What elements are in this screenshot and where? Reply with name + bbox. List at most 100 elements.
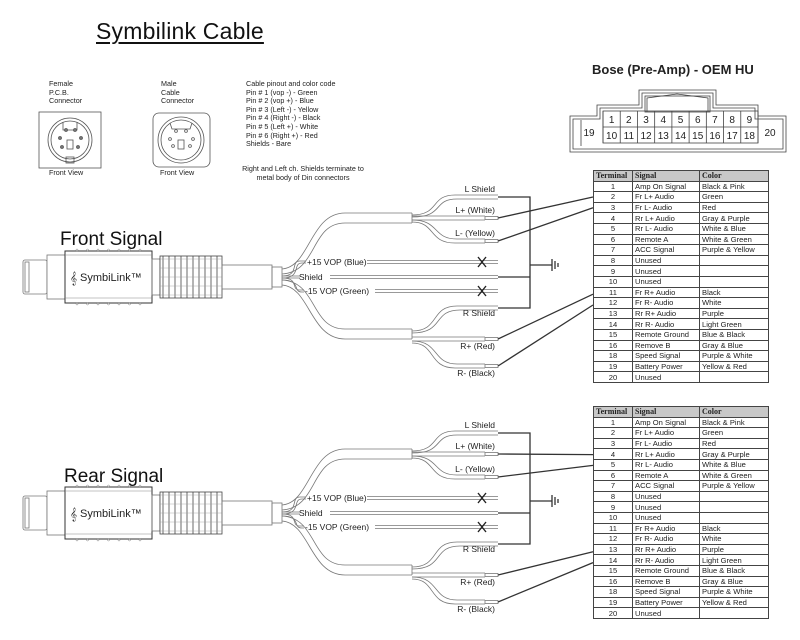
- shield-bus: [498, 432, 531, 545]
- plug-tip-edge: [24, 261, 30, 293]
- terminal-cell: 2: [593, 427, 633, 439]
- label-line: Male: [161, 79, 177, 88]
- r-minus-wire: [411, 578, 485, 605]
- l-minus-label: L- (Yellow): [455, 464, 495, 474]
- bose-pin-label: 7: [712, 115, 718, 126]
- label-line: Cable: [161, 87, 180, 97]
- color-cell: Purple & Yellow: [699, 244, 769, 256]
- plug-grip-dot: [96, 302, 100, 306]
- terminal-cell: 2: [593, 191, 633, 203]
- table-header-row: Terminal Signal Color: [593, 170, 769, 182]
- terminal-cell: 15: [593, 564, 633, 577]
- color-cell: Yellow & Red: [699, 596, 769, 609]
- label-line: Connector: [49, 96, 83, 106]
- color-cell: Purple: [699, 543, 769, 556]
- terminal-cell: 6: [593, 469, 633, 482]
- shield-label: Shield: [299, 508, 323, 518]
- color-cell: Black: [699, 522, 769, 535]
- vop-minus-wire: [281, 279, 304, 293]
- signal-cell: Speed Signal: [632, 350, 700, 362]
- female-front-view-caption: Front View: [49, 168, 84, 177]
- plug-brand-label: SymbiLink™: [80, 272, 142, 284]
- bose-pin-label: 6: [695, 115, 701, 126]
- signal-cell: Remove B: [632, 339, 700, 352]
- terminal-cell: 12: [593, 297, 633, 309]
- wire-tip: [484, 239, 499, 243]
- shield-note: Right and Left ch. Shields terminate to …: [238, 164, 368, 182]
- terminal-cell: 9: [593, 265, 633, 277]
- ground-icon: [551, 259, 559, 271]
- color-cell: [699, 254, 769, 267]
- l-minus-wire: [411, 219, 485, 240]
- signal-cell: Fr R- Audio: [632, 533, 700, 545]
- terminal-cell: 5: [593, 222, 633, 235]
- color-cell: [699, 371, 769, 383]
- header-signal: Signal: [632, 406, 700, 418]
- color-cell: Blue & Black: [699, 564, 769, 577]
- l-plus-connection: [497, 196, 594, 219]
- signal-cell: Unused: [632, 501, 700, 513]
- color-cell: White: [699, 533, 769, 545]
- header-color: Color: [699, 170, 769, 182]
- l-minus-connection: [497, 207, 594, 242]
- r-shield-label: R Shield: [463, 544, 495, 554]
- terminal-cell: 10: [593, 275, 633, 288]
- plug-grip-dot: [75, 248, 79, 252]
- r-plus-connection: [497, 551, 594, 576]
- header-color: Color: [699, 406, 769, 418]
- terminal-cell: 7: [593, 480, 633, 492]
- r-minus-wire: [411, 576, 485, 601]
- plug-grip-dot: [86, 302, 89, 306]
- color-cell: Black & Pink: [699, 180, 769, 193]
- header-signal: Signal: [632, 170, 700, 182]
- signal-cell: Amp On Signal: [632, 416, 700, 429]
- plug-grip-dot: [138, 248, 142, 252]
- color-cell: Red: [699, 437, 769, 450]
- vop-minus-wire: [281, 277, 304, 291]
- ground-icon: [551, 495, 559, 507]
- l-minus-connection: [497, 464, 594, 478]
- plug-grip-dot: [107, 248, 110, 252]
- table-header-row: Terminal Signal Color: [593, 406, 769, 418]
- r-minus-wire: [411, 340, 485, 365]
- bose-pin-label: 5: [678, 115, 684, 126]
- bose-pin-label: 18: [744, 131, 756, 142]
- color-cell: Green: [699, 191, 769, 203]
- bose-pin-label: 17: [727, 131, 739, 142]
- terminal-cell: 16: [593, 575, 633, 588]
- plug-grip-dot: [128, 248, 131, 252]
- terminal-cell: 5: [593, 458, 633, 471]
- l-shield-label: L Shield: [465, 420, 496, 430]
- plug-grip-dot: [138, 484, 142, 488]
- bose-pin-label: 10: [606, 131, 618, 142]
- terminal-cell: 20: [593, 607, 633, 619]
- l-minus-wire: [411, 455, 485, 476]
- signal-cell: Remove B: [632, 575, 700, 588]
- signal-cell: Remote A: [632, 469, 700, 482]
- plug-grip-dot: [107, 538, 110, 542]
- not-connected-x-icon: [477, 521, 487, 533]
- terminal-cell: 4: [593, 448, 633, 460]
- color-cell: Purple & White: [699, 350, 769, 362]
- r-plus-label: R+ (Red): [460, 341, 495, 351]
- plug-brand-label: SymbiLink™: [80, 508, 142, 520]
- signal-cell: Fr L+ Audio: [632, 191, 700, 203]
- bose-pin-label: 15: [692, 131, 704, 142]
- cable-jacket: [221, 264, 273, 290]
- terminal-cell: 18: [593, 350, 633, 362]
